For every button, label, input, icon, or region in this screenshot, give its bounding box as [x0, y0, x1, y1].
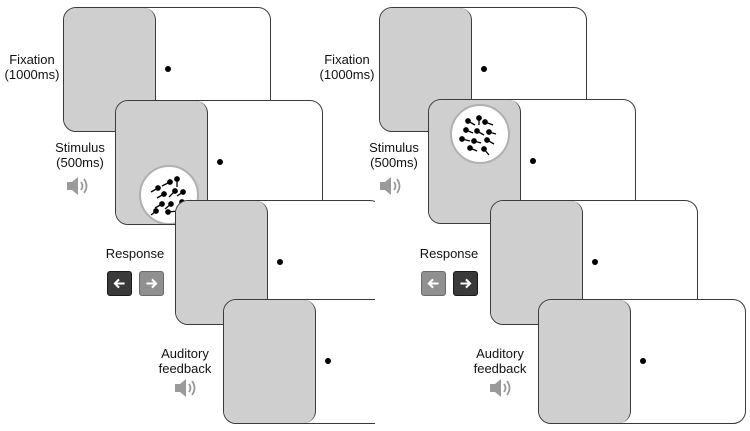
fixation-dot [325, 358, 331, 364]
fixation-dot [277, 259, 283, 265]
feedback-screen [538, 299, 746, 424]
response-label: Response [419, 246, 479, 261]
trial-sequence-left: Fixation (1000ms) Stimulus (500ms) Respo… [4, 7, 375, 424]
trial-sequence-right: Fixation (1000ms) Stimulus (500ms) Respo… [315, 0, 750, 431]
gray-region [224, 300, 316, 423]
left-arrow-key-icon [107, 271, 132, 296]
speaker-icon [380, 177, 401, 195]
random-dot-motion-stimulus [450, 104, 510, 164]
response-keys [105, 271, 169, 299]
feedback-screen [223, 299, 375, 424]
left-arrow-key-icon [421, 271, 446, 296]
fixation-dot [640, 358, 646, 364]
stimulus-label: Stimulus (500ms) [55, 140, 105, 170]
fixation-dot [530, 158, 536, 164]
response-keys [419, 271, 483, 299]
fixation-label: Fixation (1000ms) [4, 52, 60, 82]
speaker-icon [175, 379, 196, 397]
fixation-dot [592, 259, 598, 265]
gray-region [539, 300, 631, 423]
speaker-icon [67, 177, 88, 195]
response-label: Response [105, 246, 165, 261]
fixation-dot [217, 159, 223, 165]
fixation-dot [481, 66, 487, 72]
feedback-label: Auditory feedback [158, 346, 212, 376]
fixation-dot [165, 66, 171, 72]
feedback-label: Auditory feedback [473, 346, 527, 376]
speaker-icon [490, 379, 511, 397]
right-arrow-key-icon [139, 271, 164, 296]
right-arrow-key-icon [453, 271, 478, 296]
stimulus-label: Stimulus (500ms) [369, 140, 419, 170]
fixation-label: Fixation (1000ms) [319, 52, 375, 82]
